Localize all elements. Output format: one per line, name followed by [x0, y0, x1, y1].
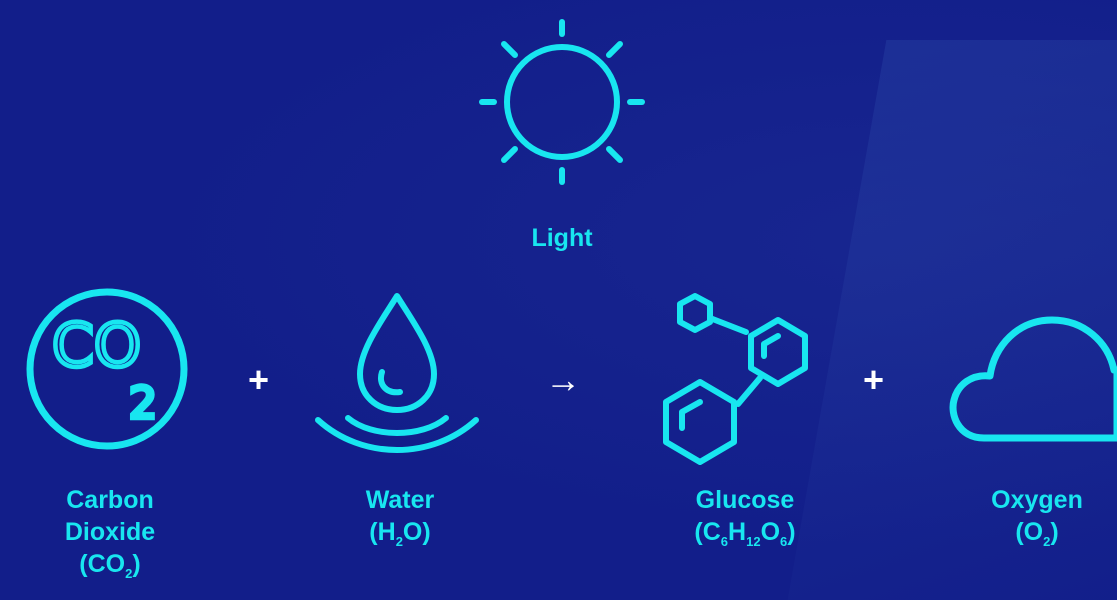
- cloud-icon: [944, 300, 1117, 450]
- plus-operator-2: +: [863, 359, 885, 400]
- glucose-label-name: Glucose: [695, 486, 795, 514]
- oxygen-formula: (O2): [1015, 518, 1059, 549]
- co2-icon-letters: CO: [52, 311, 141, 381]
- co2-icon: CO 2: [24, 286, 194, 456]
- sun-icon: [472, 12, 652, 192]
- oxygen-label: Oxygen (O2): [957, 484, 1117, 548]
- light-label: Light: [531, 224, 593, 252]
- glucose-formula: (C6H12O6): [694, 518, 796, 549]
- water-label: Water (H2O): [320, 484, 480, 548]
- water-formula: (H2O): [369, 518, 431, 549]
- arrow-operator: →: [545, 359, 581, 400]
- plus-operator-1: +: [248, 359, 270, 400]
- glucose-label: Glucose (C6H12O6): [650, 484, 840, 548]
- co2-label-line1: Carbon: [66, 486, 154, 514]
- co2-formula: (CO2): [79, 550, 141, 581]
- water-label-name: Water: [365, 486, 435, 514]
- molecule-icon: [660, 288, 820, 468]
- co2-label-line2: Dioxide: [64, 518, 156, 546]
- co2-icon-sub: 2: [129, 378, 157, 429]
- co2-label: Carbon Dioxide (CO2): [20, 484, 200, 580]
- water-drop-icon: [312, 290, 482, 460]
- oxygen-label-name: Oxygen: [991, 486, 1083, 514]
